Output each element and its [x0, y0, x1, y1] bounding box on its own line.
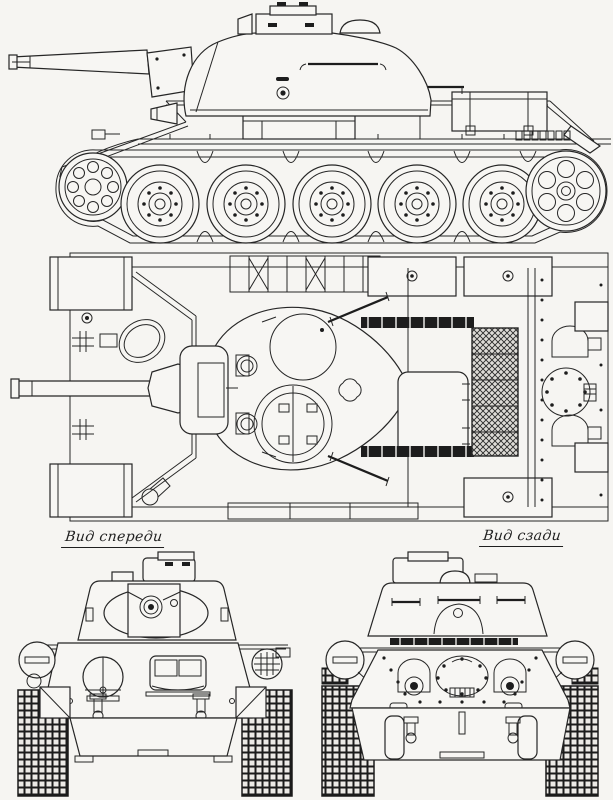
top-hull [49, 252, 609, 522]
front-hull [18, 641, 291, 763]
top-engine-deck [361, 268, 519, 507]
side-drive-sprocket [525, 150, 607, 232]
side-road-wheels [120, 164, 542, 244]
side-view-drawing [0, 0, 613, 250]
side-gun-barrel [8, 46, 195, 98]
side-hull [59, 85, 611, 178]
front-view-caption: Вид спереди [61, 529, 167, 548]
rear-view-caption: Вид сзади [479, 528, 565, 547]
rear-hull [325, 638, 595, 761]
front-view-drawing [0, 550, 310, 800]
top-view-drawing [0, 250, 613, 525]
rear-turret [367, 551, 548, 637]
side-turret [183, 2, 432, 117]
top-turret [179, 291, 410, 487]
rear-view-drawing [300, 550, 613, 800]
front-turret [77, 551, 237, 641]
side-idler-wheel [58, 152, 128, 222]
top-rear-plate [527, 268, 609, 507]
